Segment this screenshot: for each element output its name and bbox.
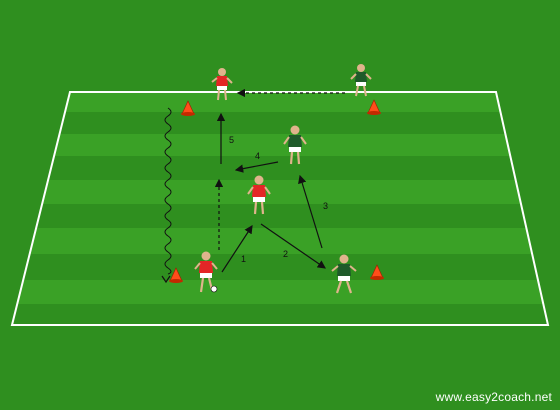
pass-2-arrow <box>260 223 326 269</box>
step-5-label: 5 <box>229 135 234 145</box>
ball-icon <box>210 285 218 293</box>
watermark-text: www.easy2coach.net <box>435 390 552 404</box>
pitch-boundary <box>10 91 550 326</box>
green-player-middle <box>283 125 307 165</box>
green-player-top <box>350 64 372 97</box>
pass-1-arrow <box>221 224 253 273</box>
red-player-center <box>247 175 271 215</box>
pass-4-arrow <box>234 161 279 173</box>
dribble-path <box>164 107 172 275</box>
step-4-label: 4 <box>255 151 260 161</box>
cone-top-right <box>367 99 381 115</box>
step-3-label: 3 <box>323 201 328 211</box>
red-player-bottom <box>194 251 218 293</box>
green-player-bottom <box>331 254 357 294</box>
cone-top-left <box>181 100 195 116</box>
cone-bottom-right <box>370 264 384 280</box>
pass-3-arrow <box>298 174 323 249</box>
dribble-arrowhead <box>161 275 171 284</box>
cone-bottom-left <box>169 267 183 283</box>
red-player-top <box>211 68 233 101</box>
step-2-label: 2 <box>283 249 288 259</box>
step-1-label: 1 <box>241 254 246 264</box>
pitch-stripes <box>12 92 548 304</box>
